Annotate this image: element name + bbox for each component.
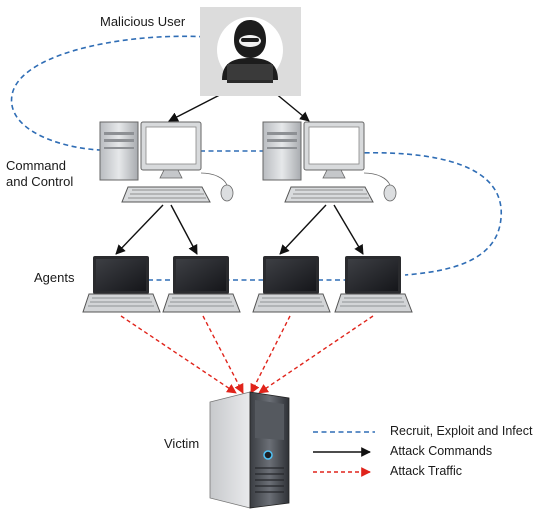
traffic-arrow-agent-2 xyxy=(202,315,244,394)
command-arrow-c2-right-to-agent-4 xyxy=(333,204,364,255)
hacker-icon xyxy=(200,7,301,96)
c2-computer-left xyxy=(99,121,234,203)
recruit-link-left-loop xyxy=(10,35,222,151)
victim-label: Victim xyxy=(164,436,200,451)
traffic-arrow-agent-3 xyxy=(250,315,291,394)
legend-label-recruit: Recruit, Exploit and Infect xyxy=(390,424,533,438)
traffic-arrow-agent-1 xyxy=(120,315,237,394)
traffic-links xyxy=(120,315,374,394)
command-arrow-c2-left-to-agent-1 xyxy=(115,204,164,255)
agent-laptop-4 xyxy=(334,256,413,313)
agent-laptop-1 xyxy=(82,256,161,313)
recruit-link-right-loop xyxy=(355,151,503,276)
command-arrow-c2-right-to-agent-3 xyxy=(279,204,327,255)
agent-laptop-2 xyxy=(162,256,241,313)
legend-label-command: Attack Commands xyxy=(390,444,493,458)
c2-computer-right xyxy=(262,121,397,203)
attacker-label: Malicious User xyxy=(100,14,186,29)
agent-laptop-3 xyxy=(252,256,331,313)
command-arrow-c2-left-to-agent-2 xyxy=(170,204,198,255)
legend-label-traffic: Attack Traffic xyxy=(390,464,463,478)
server-tower-icon xyxy=(209,391,290,509)
c2-label-line1: Command xyxy=(6,158,66,173)
c2-label-line2: and Control xyxy=(6,174,74,189)
legend-symbols xyxy=(313,431,375,477)
traffic-arrow-agent-4 xyxy=(258,315,374,394)
agents-label: Agents xyxy=(34,270,75,285)
